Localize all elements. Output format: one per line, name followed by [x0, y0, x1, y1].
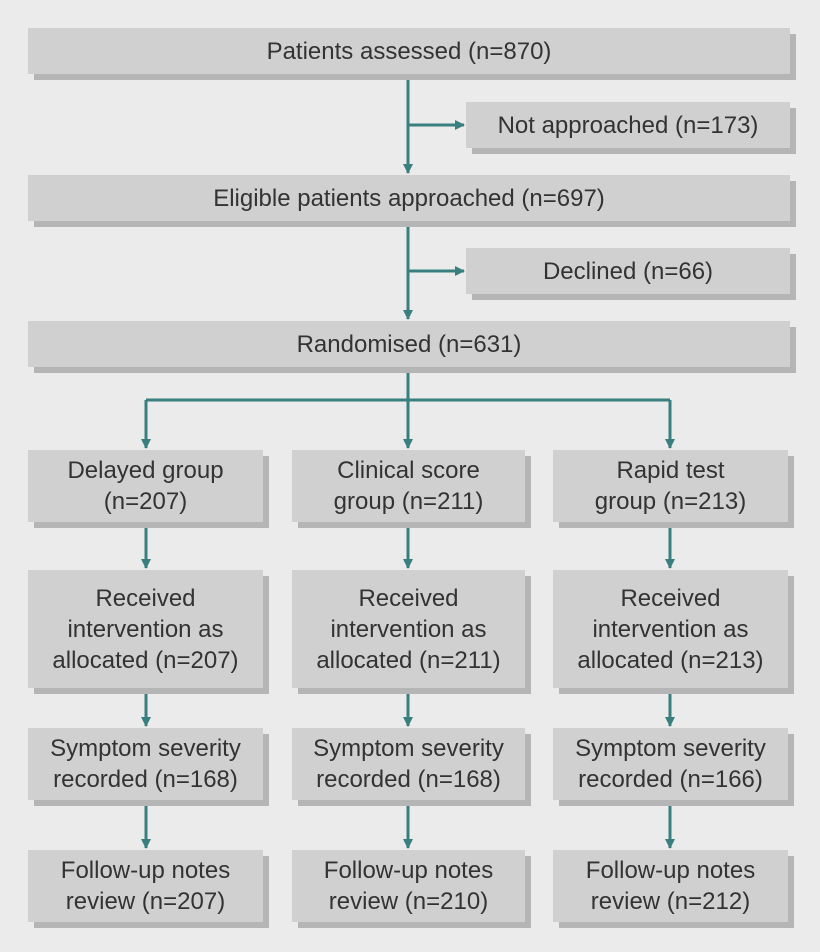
delayed-group-box: Delayed group (n=207): [28, 450, 263, 522]
patients-assessed-box: Patients assessed (n=870): [28, 28, 790, 74]
clinical-score-group-box: Clinical score group (n=211): [292, 450, 525, 522]
not-approached-box: Not approached (n=173): [466, 102, 790, 148]
clinical-received-box: Received intervention as allocated (n=21…: [292, 570, 525, 688]
delayed-symptom-box: Symptom severity recorded (n=168): [28, 728, 263, 800]
rapid-symptom-box: Symptom severity recorded (n=166): [553, 728, 788, 800]
rapid-received-box: Received intervention as allocated (n=21…: [553, 570, 788, 688]
eligible-box: Eligible patients approached (n=697): [28, 175, 790, 221]
clinical-symptom-box: Symptom severity recorded (n=168): [292, 728, 525, 800]
delayed-followup-box: Follow-up notes review (n=207): [28, 850, 263, 922]
column-arrows: [141, 522, 675, 849]
clinical-followup-box: Follow-up notes review (n=210): [292, 850, 525, 922]
rapid-followup-box: Follow-up notes review (n=212): [553, 850, 788, 922]
delayed-received-box: Received intervention as allocated (n=20…: [28, 570, 263, 688]
randomised-box: Randomised (n=631): [28, 321, 790, 367]
rapid-test-group-box: Rapid test group (n=213): [553, 450, 788, 522]
declined-box: Declined (n=66): [466, 248, 790, 294]
